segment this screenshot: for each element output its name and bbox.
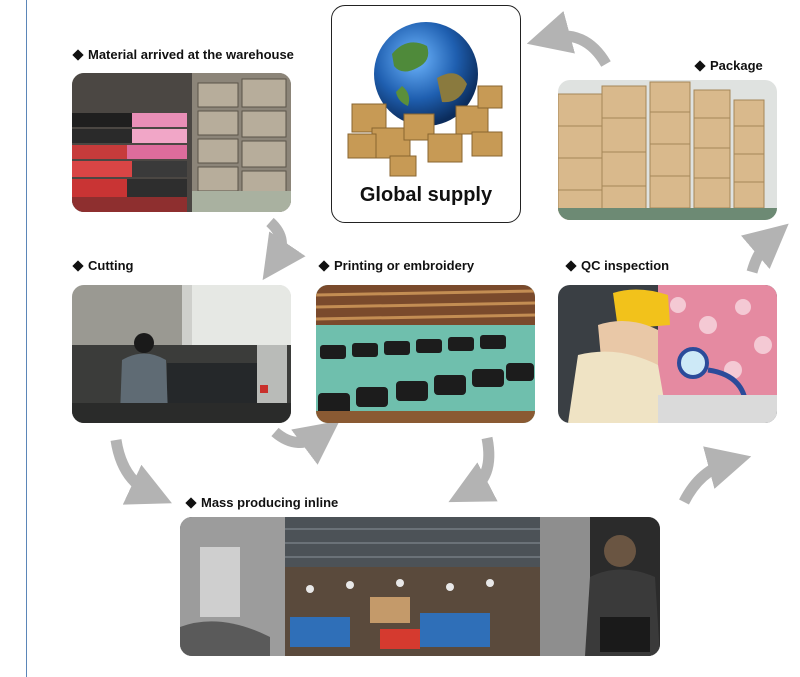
- global-supply-box: Global supply: [331, 5, 521, 223]
- diamond-bullet-icon: [185, 497, 197, 509]
- diamond-bullet-icon: [318, 260, 330, 272]
- label-mass-text: Mass producing inline: [201, 495, 339, 510]
- label-package: Package: [694, 58, 763, 74]
- arrow-qc-to-package: [740, 223, 789, 274]
- arrow-mass-to-qc: [679, 446, 752, 505]
- label-qc-text: QC inspection: [581, 258, 670, 273]
- arrow-cutting-to-mass: [110, 439, 172, 505]
- warehouse-photo: [72, 73, 291, 212]
- label-mass: Mass producing inline: [185, 495, 338, 511]
- label-material-text: Material arrived at the warehouse: [88, 47, 294, 62]
- label-cutting-text: Cutting: [88, 258, 134, 273]
- label-package-text: Package: [710, 58, 763, 73]
- diamond-bullet-icon: [565, 260, 577, 272]
- globe-boxes-image: [347, 22, 503, 177]
- global-supply-title: Global supply: [359, 184, 493, 206]
- left-border-line: [26, 0, 27, 677]
- label-material: Material arrived at the warehouse: [72, 47, 294, 63]
- diamond-bullet-icon: [72, 49, 84, 61]
- label-cutting: Cutting: [72, 258, 133, 274]
- diamond-bullet-icon: [694, 60, 706, 72]
- arrow-package-to-global: [526, 11, 611, 67]
- diamond-bullet-icon: [72, 260, 84, 272]
- qc-inspection-photo: [558, 285, 777, 423]
- label-qc: QC inspection: [565, 258, 669, 274]
- cutting-photo: [72, 285, 291, 423]
- label-printing-text: Printing or embroidery: [334, 258, 475, 273]
- arrow-material-to-cutting: [262, 217, 306, 281]
- mass-producing-photo: [180, 517, 660, 656]
- arrow-cutting-to-printing: [271, 420, 340, 465]
- printing-photo: [316, 285, 535, 423]
- arrow-printing-to-mass: [448, 436, 498, 503]
- label-printing: Printing or embroidery: [318, 258, 474, 274]
- package-photo: [558, 80, 777, 220]
